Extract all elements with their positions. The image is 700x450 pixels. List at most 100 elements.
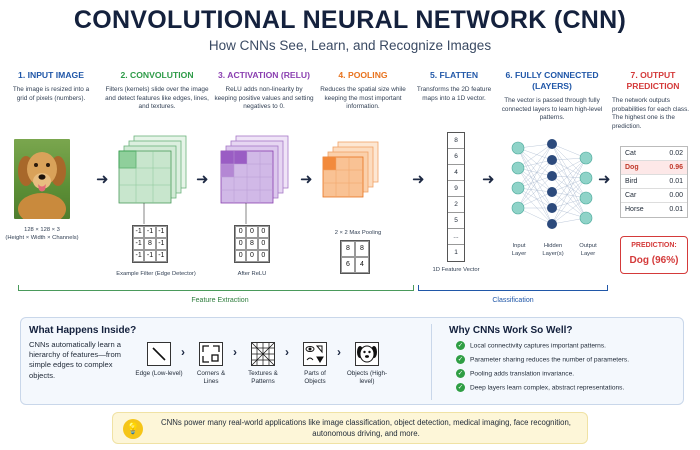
filter-cell: -1 — [144, 250, 156, 262]
output-layer-label: Output Layer — [579, 243, 597, 257]
dog-picture — [18, 152, 66, 219]
arrow-right-icon: › — [233, 345, 237, 359]
stage-title: 5. FLATTEN — [429, 70, 479, 80]
relu-cell: 0 — [235, 226, 247, 238]
filter-cell: 8 — [144, 238, 156, 250]
explanation-panel: What Happens Inside? CNNs automatically … — [20, 317, 684, 405]
prediction-probabilities: Cat 0.02 Dog 0.96 Bird 0.01 Car 0.00 Hor… — [620, 146, 688, 218]
flatten-vector: 8 6 4 9 2 5 ... 1 — [447, 132, 465, 262]
convolution-feature-maps — [118, 135, 187, 224]
class-label: Bird — [625, 178, 638, 185]
class-label: Car — [625, 192, 637, 199]
fully-connected-network — [511, 139, 593, 229]
benefit-item: ✓ Local connectivity captures important p… — [456, 341, 606, 350]
vector-cell: 9 — [448, 181, 464, 197]
panel-divider — [431, 324, 432, 400]
arrow-right-icon: › — [285, 345, 289, 359]
page-subtitle: How CNNs See, Learn, and Recognize Image… — [208, 38, 492, 53]
benefit-item: ✓Parameter sharing reduces the number of… — [456, 355, 629, 364]
flatten-caption: 1D Feature Vector — [432, 267, 480, 273]
arrow-right-icon: ➜ — [196, 171, 209, 188]
vector-cell: ... — [448, 229, 464, 245]
inside-heading: What Happens Inside? — [29, 325, 137, 336]
stage-desc: Reduces the spatial size while keeping t… — [320, 86, 406, 111]
relu-cell: 0 — [235, 238, 247, 250]
feature-extraction-bracket — [18, 285, 414, 291]
level-label: Edge (Low-level) — [135, 370, 183, 377]
classification-bracket — [418, 285, 608, 291]
inside-text: CNNs automatically learn a hierarchy of … — [29, 340, 122, 380]
class-probability: 0.02 — [669, 150, 683, 157]
vector-cell: 4 — [448, 165, 464, 181]
applications-text: CNNs power many real-world applications … — [161, 418, 571, 438]
texture-icon — [251, 342, 275, 366]
pooling-label: 2 × 2 Max Pooling — [334, 230, 382, 236]
feature-extraction-label: Feature Extraction — [191, 297, 249, 304]
arrow-right-icon: ➜ — [412, 171, 425, 188]
class-probability: 0.01 — [669, 206, 683, 213]
prob-row-bird: Bird 0.01 — [621, 175, 687, 189]
prediction-heading: PREDICTION: — [631, 242, 677, 249]
lightbulb-icon: 💡 — [123, 419, 143, 439]
stage-flatten: 5. FLATTEN Transforms the 2D feature map… — [412, 70, 496, 103]
stage-convolution: 2. CONVOLUTION Filters (kernels) slide o… — [104, 70, 210, 112]
filter-cell: -1 — [155, 226, 167, 238]
stage-title: 3. ACTIVATION (RELU) — [218, 70, 310, 80]
vector-cell: 2 — [448, 197, 464, 213]
benefit-text: Deep layers learn complex, abstract repr… — [470, 384, 625, 392]
filter-cell: -1 — [133, 238, 145, 250]
input-caption: 128 × 128 × 3 (Height × Width × Channels… — [4, 226, 80, 242]
class-label: Horse — [625, 206, 644, 213]
hidden-layer-label: Hidden Layer(s) — [542, 243, 564, 257]
filter-cell: -1 — [133, 226, 145, 238]
relu-cell: 0 — [246, 250, 258, 262]
stage-fully-connected: 6. FULLY CONNECTED (LAYERS) The vector i… — [500, 70, 604, 123]
stage-title: 1. INPUT IMAGE — [18, 70, 84, 80]
arrow-right-icon: ➜ — [300, 171, 313, 188]
pool-cell: 6 — [341, 257, 355, 273]
stage-output: 7. OUTPUT PREDICTION The network outputs… — [612, 70, 694, 131]
arrow-right-icon: › — [337, 345, 341, 359]
level-label: Textures & Patterns — [248, 370, 278, 385]
stage-pooling: 4. POOLING Reduces the spatial size whil… — [318, 70, 408, 112]
stage-desc: The network outputs probabilities for ea… — [612, 97, 690, 130]
relu-cell: 0 — [235, 250, 247, 262]
pool-cell: 4 — [355, 257, 369, 273]
stage-desc: Transforms the 2D feature maps into a 1D… — [416, 86, 492, 102]
final-prediction-box: PREDICTION: Dog (96%) — [620, 236, 688, 274]
benefit-text: Local connectivity captures important pa… — [470, 342, 606, 350]
stage-desc: Filters (kernels) slide over the image a… — [105, 86, 209, 111]
input-dog-image — [14, 139, 70, 219]
benefit-item: ✓Pooling adds translation invariance. — [456, 369, 574, 378]
stage-desc: The image is resized into a grid of pixe… — [12, 86, 90, 102]
prob-row-horse: Horse 0.01 — [621, 203, 687, 217]
parts-icon — [303, 342, 327, 366]
check-icon: ✓ — [456, 355, 465, 364]
stage-title: 4. POOLING — [338, 70, 388, 80]
level-label: Corners & Lines — [196, 370, 226, 385]
classification-label: Classification — [492, 297, 534, 304]
level-label: Objects (High-level) — [346, 370, 388, 385]
check-icon: ✓ — [456, 341, 465, 350]
class-probability: 0.96 — [669, 164, 683, 171]
stage-desc: ReLU adds non-linearity by keeping posit… — [214, 86, 314, 111]
arrow-right-icon: › — [181, 345, 185, 359]
relu-cell: 0 — [246, 226, 258, 238]
check-icon: ✓ — [456, 383, 465, 392]
input-dimensions: 128 × 128 × 3 — [24, 227, 60, 233]
class-probability: 0.01 — [669, 178, 683, 185]
stage-input: 1. INPUT IMAGE The image is resized into… — [10, 70, 92, 103]
page-title: CONVOLUTIONAL NEURAL NETWORK (CNN) — [73, 6, 627, 34]
filter-cell: -1 — [155, 250, 167, 262]
vector-cell: 1 — [454, 249, 458, 256]
filter-cell: -1 — [155, 238, 167, 250]
dog-face-icon — [355, 342, 379, 366]
arrow-right-icon: ➜ — [598, 171, 611, 188]
stage-title: 6. FULLY CONNECTED (LAYERS) — [505, 70, 599, 91]
vector-cell: 8 — [448, 133, 464, 149]
relu-cell: 0 — [257, 250, 269, 262]
relu-feature-maps — [220, 135, 289, 224]
prediction-value: Dog (96%) — [629, 255, 679, 266]
prob-row-cat: Cat 0.02 — [621, 147, 687, 161]
pool-cell: 8 — [355, 241, 369, 257]
